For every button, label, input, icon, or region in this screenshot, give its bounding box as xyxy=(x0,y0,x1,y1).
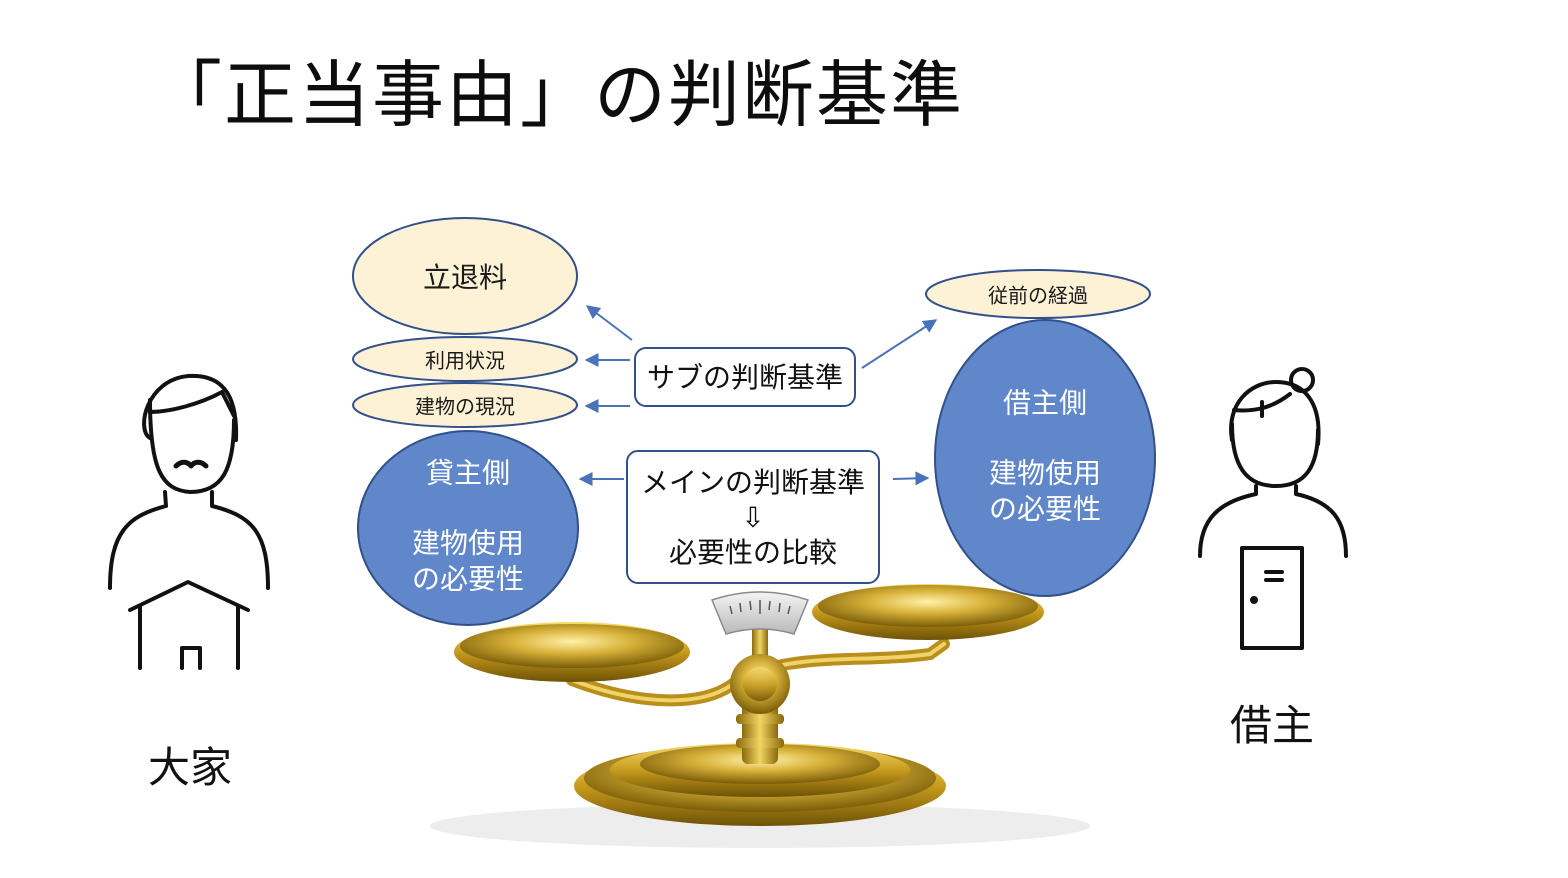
tenant-side-line1: 建物使用 xyxy=(988,456,1102,490)
main-criteria-line1: メインの判断基準 xyxy=(640,465,865,499)
label-building-condition: 建物の現況 xyxy=(415,394,515,419)
ellipse-building-condition xyxy=(352,382,578,428)
main-criteria-box: メインの判断基準 ⇩ 必要性の比較 xyxy=(626,450,880,584)
man-with-mustache-and-house-icon xyxy=(108,373,270,670)
label-usage-status: 利用状況 xyxy=(425,348,505,373)
tenant-side-text: 借主側 建物使用 の必要性 xyxy=(989,385,1101,526)
page-title: 「正当事由」の判断基準 xyxy=(150,53,965,137)
sub-criteria-box: サブの判断基準 xyxy=(634,347,856,407)
main-criteria-line2: 必要性の比較 xyxy=(668,535,837,569)
tenant-side-line2: の必要性 xyxy=(988,491,1102,525)
label-past-history: 従前の経過 xyxy=(988,283,1088,308)
landlord-side-line1: 建物使用 xyxy=(411,526,525,560)
ellipse-past-history xyxy=(925,269,1151,319)
down-arrow-icon: ⇩ xyxy=(741,500,765,534)
landlord-side-line2: の必要性 xyxy=(411,561,525,595)
landlord-side-heading: 貸主側 xyxy=(425,456,511,490)
label-eviction-fee: 立退料 xyxy=(422,261,508,294)
connector-arrows xyxy=(578,305,938,486)
balance-scale-icon xyxy=(430,584,1090,848)
landlord-label: 大家 xyxy=(148,743,233,792)
tenant-label: 借主 xyxy=(1230,701,1315,750)
tenant-side-ellipse xyxy=(934,319,1156,597)
landlord-side-ellipse xyxy=(357,430,579,626)
woman-with-door-icon xyxy=(1198,367,1348,650)
ellipse-eviction-fee xyxy=(352,217,578,335)
landlord-side-text: 貸主側 建物使用 の必要性 xyxy=(412,455,524,596)
ellipse-usage-status xyxy=(352,336,578,382)
sub-criteria-label: サブの判断基準 xyxy=(646,360,843,394)
tenant-side-heading: 借主側 xyxy=(1002,386,1088,420)
